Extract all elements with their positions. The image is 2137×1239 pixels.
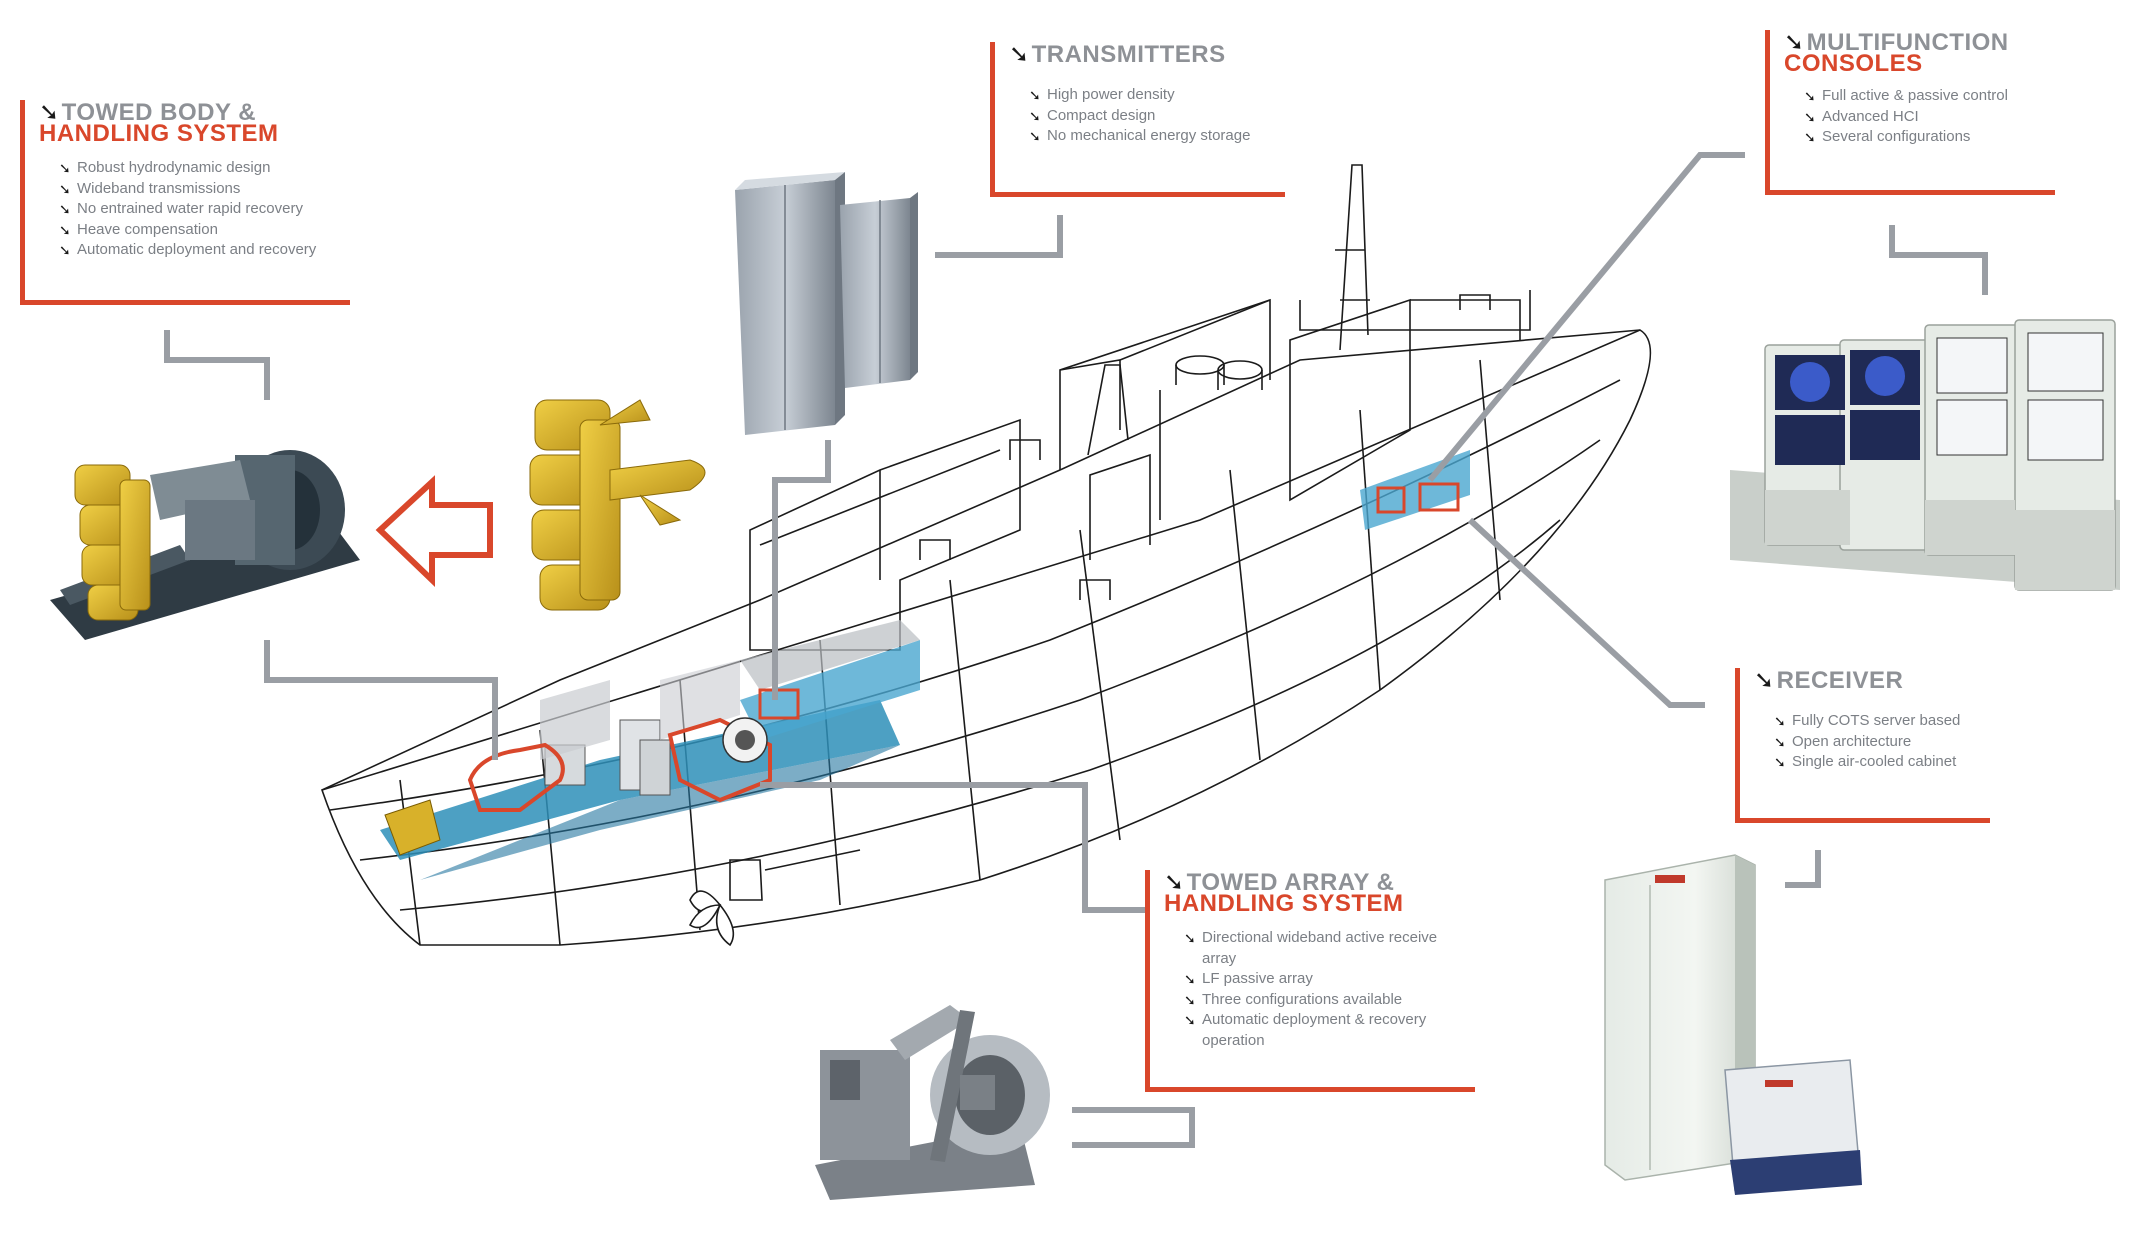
diagonal-arrow-icon: ➘ bbox=[1774, 713, 1786, 729]
diagonal-arrow-icon: ➘ bbox=[59, 221, 71, 238]
towed-body-winch-illustration bbox=[50, 450, 360, 640]
list-item: ➘Single air-cooled cabinet bbox=[1774, 752, 1990, 773]
panel-title-line2: HANDLING SYSTEM bbox=[39, 120, 279, 147]
list-item: ➘No mechanical energy storage bbox=[1029, 126, 1285, 147]
diagonal-arrow-icon: ➘ bbox=[1184, 991, 1196, 1008]
list-item: ➘Directional wideband active receive arr… bbox=[1184, 929, 1438, 967]
bullet-list: ➘Fully COTS server based ➘Open architect… bbox=[1774, 711, 1990, 773]
diagonal-arrow-icon: ➘ bbox=[1184, 930, 1196, 946]
diagonal-arrow-icon: ➘ bbox=[1029, 87, 1041, 103]
diagonal-arrow-icon: ➘ bbox=[1029, 107, 1041, 124]
diagonal-arrow-icon: ➘ bbox=[1029, 128, 1041, 144]
list-item: ➘Compact design bbox=[1029, 106, 1285, 127]
multifunction-consoles-illustration bbox=[1730, 319, 2120, 591]
diagonal-arrow-icon: ➘ bbox=[59, 180, 71, 197]
list-item: ➘LF passive array bbox=[1184, 969, 1454, 990]
diagonal-arrow-icon: ➘ bbox=[1784, 29, 1805, 56]
ship-interior-compartments bbox=[380, 450, 1470, 880]
diagonal-arrow-icon: ➘ bbox=[1754, 667, 1775, 694]
receiver-cabinet-illustration bbox=[1604, 854, 1862, 1195]
diagonal-arrow-icon: ➘ bbox=[59, 160, 71, 176]
panel-title-line2: CONSOLES bbox=[1784, 50, 1923, 77]
panel-title: ➘MULTIFUNCTION CONSOLES bbox=[1784, 29, 2055, 77]
panel-towed-array: ➘TOWED ARRAY & HANDLING SYSTEM ➘Directio… bbox=[1145, 870, 1475, 1092]
panel-title-line1: TRANSMITTERS bbox=[1031, 41, 1226, 68]
diagonal-arrow-icon: ➘ bbox=[1184, 971, 1196, 987]
towed-array-winch-illustration bbox=[815, 1005, 1050, 1200]
panel-title-line1: TOWED ARRAY & bbox=[1186, 869, 1395, 896]
connector-lines bbox=[164, 152, 1988, 1148]
panel-title-line1: TOWED BODY & bbox=[61, 99, 257, 126]
diagonal-arrow-icon: ➘ bbox=[1804, 108, 1816, 125]
diagonal-arrow-icon: ➘ bbox=[1804, 129, 1816, 145]
diagonal-arrow-icon: ➘ bbox=[1804, 88, 1816, 104]
list-item: ➘Several configurations bbox=[1804, 127, 2055, 148]
diagonal-arrow-icon: ➘ bbox=[59, 201, 71, 217]
list-item: ➘No entrained water rapid recovery bbox=[59, 199, 350, 220]
panel-towed-body: ➘TOWED BODY & HANDLING SYSTEM ➘Robust hy… bbox=[20, 100, 350, 305]
panel-title: ➘TOWED BODY & HANDLING SYSTEM bbox=[39, 99, 350, 147]
list-item: ➘Wideband transmissions bbox=[59, 179, 350, 200]
bullet-list: ➘Full active & passive control ➘Advanced… bbox=[1804, 86, 2055, 148]
diagonal-arrow-icon: ➘ bbox=[1774, 754, 1786, 770]
list-item: ➘Full active & passive control bbox=[1804, 86, 2055, 107]
list-item: ➘Heave compensation bbox=[59, 220, 350, 241]
diagonal-arrow-icon: ➘ bbox=[1009, 41, 1030, 68]
panel-receiver: ➘RECEIVER ➘Fully COTS server based ➘Open… bbox=[1735, 668, 1990, 823]
list-item: ➘Three configurations available bbox=[1184, 990, 1454, 1011]
list-item: ➘Robust hydrodynamic design bbox=[59, 158, 350, 179]
list-item: ➘Open architecture bbox=[1774, 732, 1990, 753]
panel-consoles: ➘MULTIFUNCTION CONSOLES ➘Full active & p… bbox=[1765, 30, 2055, 195]
list-item: ➘Automatic deployment and recovery bbox=[59, 240, 350, 261]
diagonal-arrow-icon: ➘ bbox=[59, 242, 71, 258]
bullet-list: ➘Directional wideband active receive arr… bbox=[1184, 928, 1454, 1051]
panel-title: ➘TRANSMITTERS bbox=[1009, 41, 1285, 68]
diagonal-arrow-icon: ➘ bbox=[39, 99, 60, 126]
list-item: ➘High power density bbox=[1029, 85, 1285, 106]
diagonal-arrow-icon: ➘ bbox=[1774, 733, 1786, 750]
bullet-list: ➘Robust hydrodynamic design ➘Wideband tr… bbox=[59, 158, 350, 261]
list-item: ➘Fully COTS server based bbox=[1774, 711, 1990, 732]
bullet-list: ➘High power density ➘Compact design ➘No … bbox=[1029, 85, 1285, 147]
panel-title-line1: MULTIFUNCTION bbox=[1806, 29, 2009, 56]
list-item: ➘Advanced HCI bbox=[1804, 107, 2055, 128]
diagonal-arrow-icon: ➘ bbox=[1184, 1012, 1196, 1028]
panel-transmitters: ➘TRANSMITTERS ➘High power density ➘Compa… bbox=[990, 42, 1285, 197]
panel-title: ➘RECEIVER bbox=[1754, 667, 1990, 694]
panel-title-line1: RECEIVER bbox=[1776, 667, 1904, 694]
list-item: ➘Automatic deployment & recovery operati… bbox=[1184, 1011, 1427, 1049]
panel-title: ➘TOWED ARRAY & HANDLING SYSTEM bbox=[1164, 869, 1475, 917]
ship-wireframe bbox=[320, 164, 1652, 947]
direction-arrow-icon bbox=[375, 475, 493, 588]
panel-title-line2: HANDLING SYSTEM bbox=[1164, 890, 1404, 917]
diagonal-arrow-icon: ➘ bbox=[1164, 869, 1185, 896]
towed-body-illustration bbox=[529, 399, 706, 611]
transmitter-cabinets-illustration bbox=[735, 172, 918, 435]
